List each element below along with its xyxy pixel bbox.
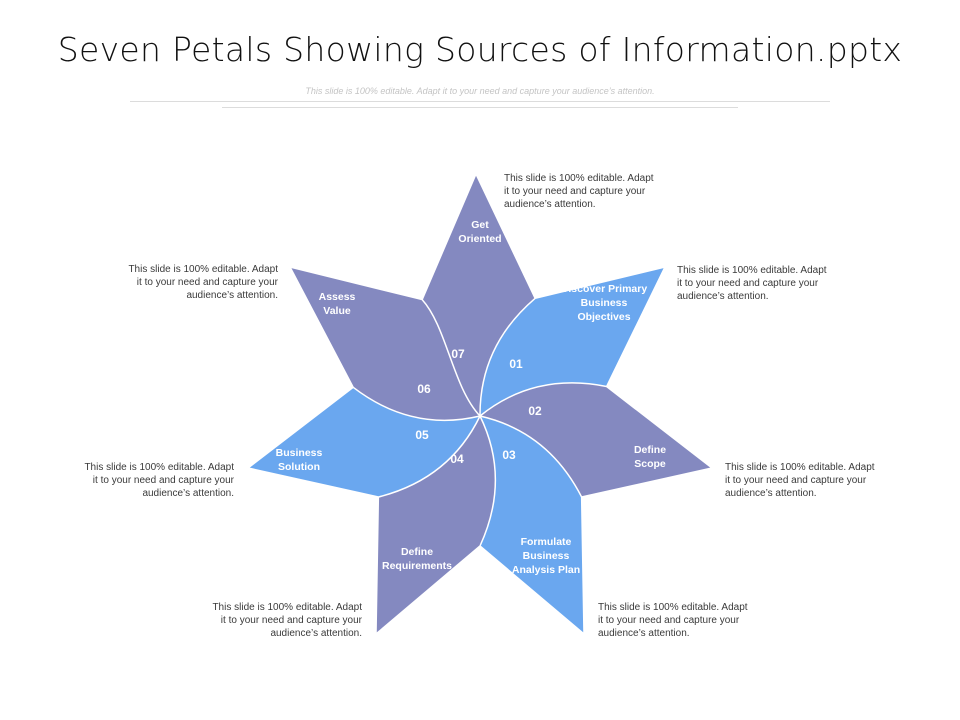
description-06: This slide is 100% editable. Adapt it to… [54, 461, 234, 500]
petal-07-label-line: Value [323, 305, 351, 317]
petal-07-shape [288, 265, 482, 422]
description-05: This slide is 100% editable. Adapt it to… [182, 601, 362, 640]
petal-05-label-line: Define [401, 546, 433, 558]
description-01: This slide is 100% editable. Adapt it to… [504, 172, 684, 211]
petal-04-label-line: Analysis Plan [512, 564, 580, 576]
description-03-line-3: audience’s attention. [725, 488, 817, 499]
description-06-line-3: audience’s attention. [142, 488, 234, 499]
petal-02-label-line: Business [581, 297, 628, 309]
description-04-line-3: audience’s attention. [598, 628, 690, 639]
slide-title: Seven Petals Showing Sources of Informat… [57, 30, 903, 69]
petal-03-label-line: Scope [634, 458, 666, 470]
description-02-line-2: it to your need and capture your [677, 278, 819, 289]
petal-01-label-line: Get [471, 219, 489, 231]
description-03-line-2: it to your need and capture your [725, 475, 867, 486]
petal-05-number: 05 [415, 428, 429, 442]
description-01-line-3: audience’s attention. [504, 199, 596, 210]
petal-07 [288, 265, 482, 422]
description-02-line-1: This slide is 100% editable. Adapt [677, 265, 827, 276]
petal-02-label-line: Discover Primary [561, 283, 648, 295]
petal-06-label-line: Solution [278, 461, 320, 473]
description-02-line-3: audience’s attention. [677, 291, 769, 302]
petal-02-number: 02 [528, 404, 542, 418]
description-07-line-3: audience’s attention. [186, 290, 278, 301]
petal-07-number: 07 [451, 347, 465, 361]
description-03: This slide is 100% editable. Adapt it to… [725, 461, 905, 500]
petal-04-label-line: Business [523, 550, 570, 562]
description-04-line-2: it to your need and capture your [598, 615, 740, 626]
description-05-line-1: This slide is 100% editable. Adapt [212, 602, 362, 613]
petal-03-number: 03 [502, 448, 516, 462]
petal-01-number: 01 [509, 357, 523, 371]
petal-06-number: 06 [417, 382, 431, 396]
description-06-line-2: it to your need and capture your [92, 475, 234, 486]
description-07-line-1: This slide is 100% editable. Adapt [128, 264, 278, 275]
slide-subtitle: This slide is 100% editable. Adapt it to… [305, 86, 655, 96]
petal-03-label-line: Define [634, 444, 666, 456]
description-07-line-2: it to your need and capture your [136, 277, 278, 288]
petal-04-label-line: Formulate [521, 536, 572, 548]
description-05-line-3: audience’s attention. [270, 628, 362, 639]
petal-01-label-line: Oriented [458, 233, 501, 245]
description-05-line-2: it to your need and capture your [220, 615, 362, 626]
description-01-line-2: it to your need and capture your [504, 186, 646, 197]
petal-04-number: 04 [450, 452, 464, 466]
description-07: This slide is 100% editable. Adapt it to… [98, 263, 278, 302]
description-04-line-1: This slide is 100% editable. Adapt [598, 602, 748, 613]
subtitle-rule-bottom [222, 107, 738, 108]
description-02: This slide is 100% editable. Adapt it to… [677, 264, 857, 303]
petal-05-label-line: Requirements [382, 560, 452, 572]
subtitle-rule-top [130, 101, 830, 102]
description-03-line-1: This slide is 100% editable. Adapt [725, 462, 875, 473]
description-04: This slide is 100% editable. Adapt it to… [598, 601, 778, 640]
petal-06-label-line: Business [276, 447, 323, 459]
petal-07-label-line: Assess [319, 291, 356, 303]
description-06-line-1: This slide is 100% editable. Adapt [84, 462, 234, 473]
description-01-line-1: This slide is 100% editable. Adapt [504, 173, 654, 184]
petal-02-label-line: Objectives [577, 311, 630, 323]
